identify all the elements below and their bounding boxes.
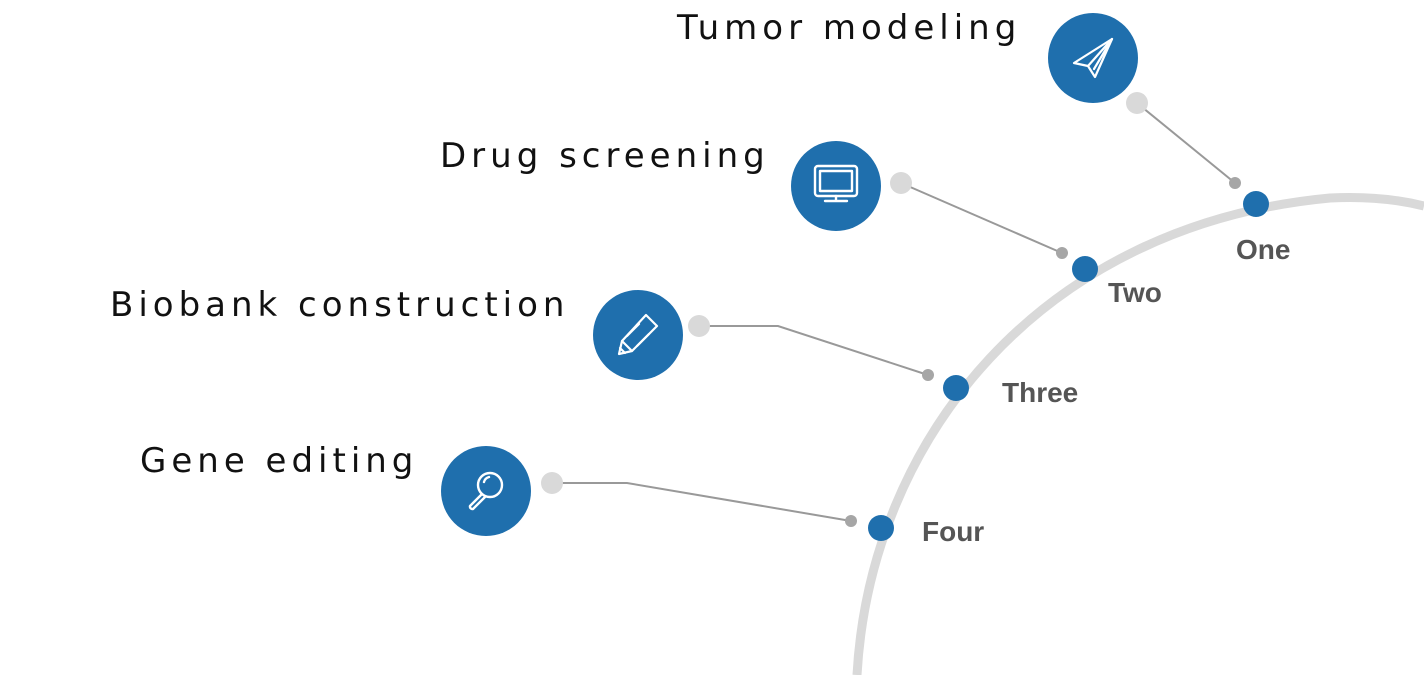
step-label-three: Three xyxy=(1002,377,1079,408)
connector-one xyxy=(1126,92,1241,189)
step-label-two: Two xyxy=(1108,277,1162,308)
milestone-dot-three[interactable] xyxy=(943,375,969,401)
connector-start-dot xyxy=(1126,92,1148,114)
icon-badge-three[interactable] xyxy=(593,290,683,380)
icon-badge-one[interactable] xyxy=(1048,13,1138,103)
connector-two xyxy=(890,172,1068,259)
step-label-four: Four xyxy=(922,516,985,547)
title-tumor-modeling: Tumor modeling xyxy=(677,8,1022,48)
connector-end-dot xyxy=(922,369,934,381)
icon-badge-two[interactable] xyxy=(791,141,881,231)
connector-end-dot xyxy=(1229,177,1241,189)
connector-four xyxy=(541,472,857,527)
title-biobank-construction: Biobank construction xyxy=(110,285,570,325)
connector-start-dot xyxy=(541,472,563,494)
icon-badge-four[interactable] xyxy=(441,446,531,536)
monitor-icon xyxy=(813,164,859,203)
milestone-dot-two[interactable] xyxy=(1072,256,1098,282)
milestone-dot-one[interactable] xyxy=(1243,191,1269,217)
connector-start-dot xyxy=(688,315,710,337)
title-gene-editing: Gene editing xyxy=(140,441,419,481)
connector-start-dot xyxy=(890,172,912,194)
connector-end-dot xyxy=(1056,247,1068,259)
connector-end-dot xyxy=(845,515,857,527)
paper-plane-icon xyxy=(1072,37,1114,79)
step-label-one: One xyxy=(1236,234,1291,265)
magnifier-icon xyxy=(468,471,504,511)
pencil-icon xyxy=(617,313,659,356)
timeline-arc xyxy=(852,192,1424,675)
title-drug-screening: Drug screening xyxy=(440,136,770,176)
milestone-dot-four[interactable] xyxy=(868,515,894,541)
connector-three xyxy=(688,315,934,381)
